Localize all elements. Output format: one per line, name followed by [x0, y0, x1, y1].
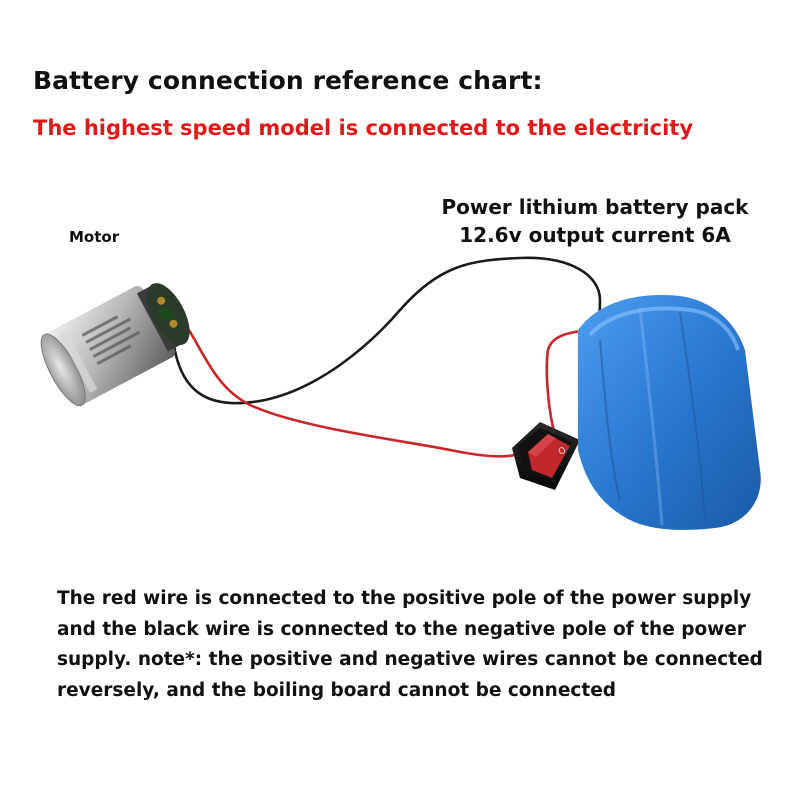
black-wire: [170, 256, 602, 405]
rocker-switch: O: [512, 422, 580, 490]
motor: [40, 283, 190, 407]
red-wire-switch-to-battery: [545, 328, 592, 437]
red-wire: [178, 316, 517, 458]
switch-symbol: O: [557, 446, 568, 458]
motor-label: Motor: [69, 228, 120, 246]
wiring-note: The red wire is connected to the positiv…: [57, 588, 763, 701]
battery-label-line1: Power lithium battery pack: [441, 195, 749, 219]
battery-pack: [578, 295, 761, 530]
page-title: Battery connection reference chart:: [33, 66, 543, 95]
battery-label-line2: 12.6v output current 6A: [459, 223, 731, 247]
page-subtitle: The highest speed model is connected to …: [33, 116, 694, 140]
battery-label: Power lithium battery pack 12.6v output …: [420, 193, 770, 249]
